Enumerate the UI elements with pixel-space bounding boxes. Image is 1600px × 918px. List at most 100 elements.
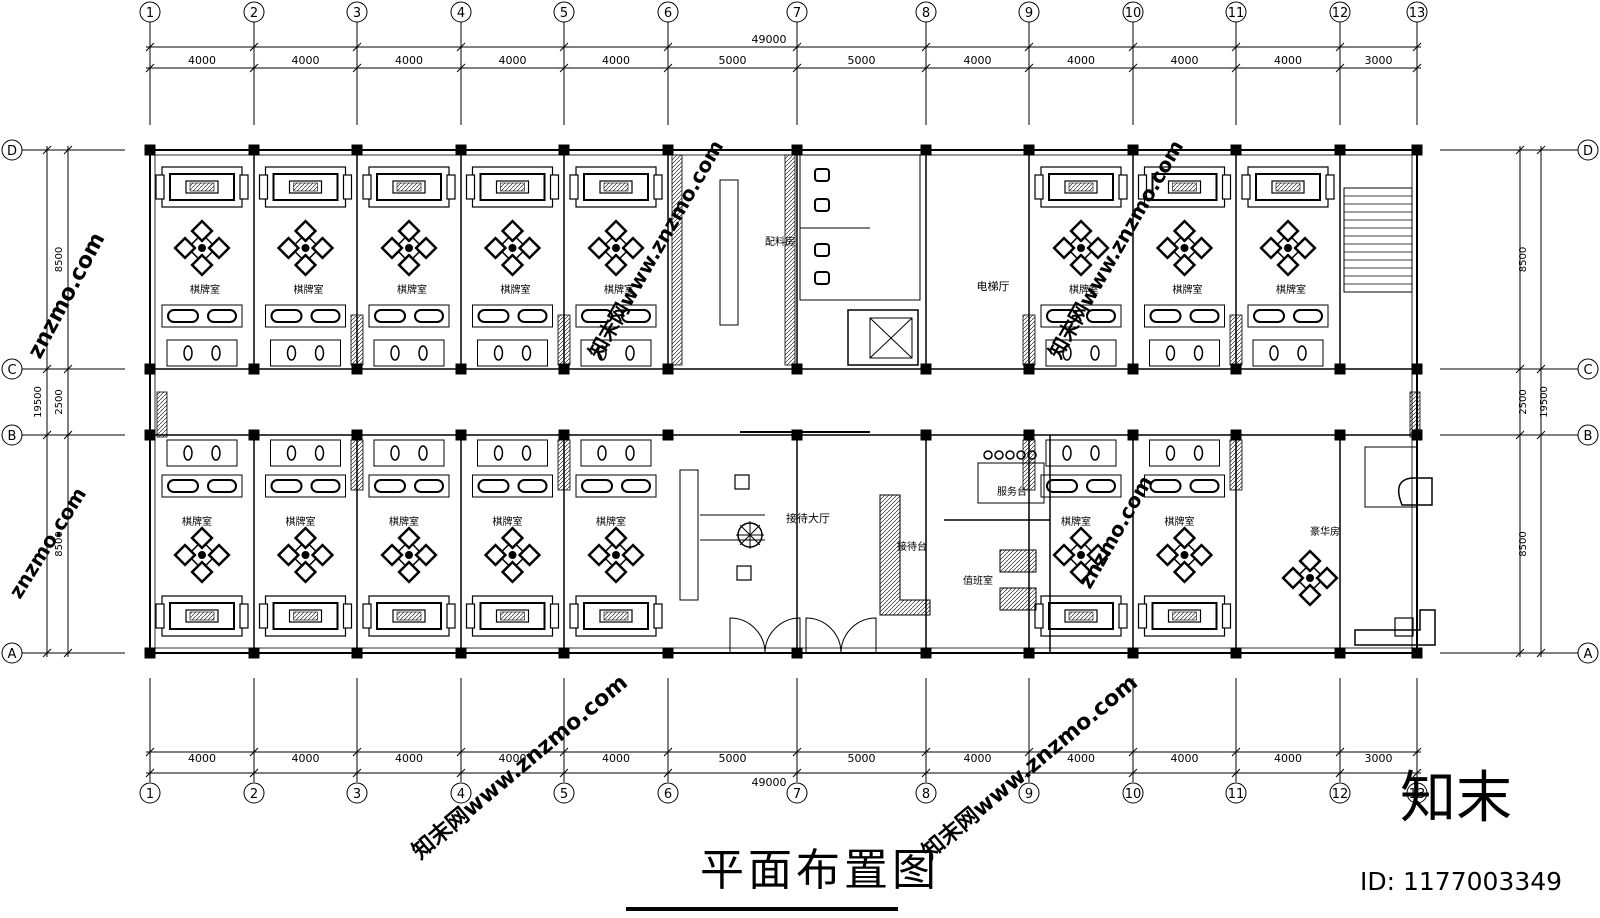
coffee-table bbox=[185, 609, 219, 623]
mahjong-table-icon bbox=[1052, 526, 1110, 584]
dim-tick bbox=[249, 768, 259, 778]
chair bbox=[276, 236, 301, 260]
chair bbox=[173, 236, 197, 260]
chair bbox=[1069, 219, 1093, 243]
room-label-layer: 棋牌室棋牌室棋牌室棋牌室棋牌室棋牌室棋牌室棋牌室棋牌室棋牌室棋牌室棋牌室棋牌室棋… bbox=[182, 235, 1340, 587]
chair bbox=[1086, 543, 1110, 567]
toilet-stall bbox=[1045, 439, 1117, 467]
axis-bubble-8-top: 8 bbox=[915, 1, 937, 23]
overall-dimension: 49000 bbox=[752, 776, 787, 789]
bathtub bbox=[517, 309, 548, 323]
dim-tick bbox=[1231, 63, 1241, 73]
chair bbox=[1172, 526, 1197, 550]
axis-bubble-2-bottom: 2 bbox=[243, 782, 265, 804]
chair bbox=[310, 236, 335, 260]
toilet-icon bbox=[1149, 339, 1220, 367]
sofa-set-icon bbox=[362, 166, 456, 208]
bathtub bbox=[1086, 479, 1116, 493]
sofa-back bbox=[479, 173, 546, 201]
sofa-set-icon bbox=[1137, 166, 1232, 208]
chair bbox=[207, 236, 231, 260]
axis-bubble-9-bottom: 9 bbox=[1018, 782, 1040, 804]
chair bbox=[293, 560, 318, 584]
armchair bbox=[239, 603, 249, 629]
toilet-bowl bbox=[1062, 345, 1072, 361]
coffee-table-inner bbox=[1068, 611, 1094, 621]
bathroom-icon bbox=[265, 474, 346, 498]
chair bbox=[190, 219, 214, 243]
coffee-table bbox=[599, 180, 633, 194]
row-axis-bubble-C-right: C bbox=[1577, 358, 1599, 380]
table-center bbox=[1077, 551, 1085, 559]
bathroom-icon bbox=[472, 304, 553, 328]
armchair bbox=[1034, 174, 1044, 200]
column-spacing-label: 3000 bbox=[1365, 752, 1393, 765]
bathtub bbox=[1253, 309, 1285, 323]
dim-tick bbox=[1128, 63, 1138, 73]
axis-label: 9 bbox=[1025, 6, 1033, 21]
dim-tick bbox=[1024, 42, 1034, 52]
chair bbox=[276, 543, 301, 567]
column-spacing-label: 5000 bbox=[719, 752, 747, 765]
axis-bubble-5-bottom: 5 bbox=[553, 782, 575, 804]
column-spacing-label: 4000 bbox=[188, 54, 216, 67]
table-center bbox=[1077, 244, 1085, 252]
chair bbox=[604, 560, 628, 584]
axis-bubble-7-top: 7 bbox=[786, 1, 808, 23]
column-spacing-label: 4000 bbox=[1274, 752, 1302, 765]
bathtub bbox=[621, 309, 651, 323]
column-spacing-label: 4000 bbox=[1067, 54, 1095, 67]
table-top bbox=[290, 539, 321, 571]
stool-icon bbox=[1005, 450, 1015, 460]
bathtub bbox=[1046, 309, 1078, 323]
column-spacing-label: 4000 bbox=[188, 752, 216, 765]
bathtub bbox=[1149, 309, 1182, 323]
axis-label: 5 bbox=[560, 6, 568, 21]
bath-counter bbox=[1040, 474, 1122, 498]
title-underline bbox=[626, 907, 898, 911]
axis-circle bbox=[553, 782, 575, 804]
dim-tick bbox=[145, 747, 155, 757]
axis-label: D bbox=[1583, 144, 1593, 159]
toilet-bowl bbox=[625, 345, 635, 361]
dim-tick bbox=[456, 63, 466, 73]
chair bbox=[500, 560, 525, 584]
armchair bbox=[549, 603, 560, 629]
toilet-stall bbox=[166, 439, 238, 467]
sofa-set-icon bbox=[1034, 166, 1128, 208]
table-top bbox=[497, 232, 528, 264]
sofa-set-icon bbox=[155, 595, 249, 637]
mahjong-table-icon bbox=[276, 219, 335, 277]
axis-circle bbox=[1329, 782, 1351, 804]
bathtub bbox=[414, 479, 444, 493]
sofa-back bbox=[272, 602, 339, 630]
axis-label: 9 bbox=[1025, 787, 1033, 802]
bathroom-icon bbox=[161, 304, 243, 328]
urinal-icon bbox=[814, 168, 830, 182]
bathtub bbox=[167, 309, 199, 323]
bathtub bbox=[1149, 479, 1182, 493]
dim-tick bbox=[1412, 768, 1422, 778]
axis-label: C bbox=[1583, 363, 1592, 378]
bath-counter bbox=[368, 304, 450, 328]
chair bbox=[1069, 526, 1093, 550]
window-panel bbox=[1022, 439, 1036, 491]
toilet-stall bbox=[1045, 339, 1117, 367]
chair bbox=[414, 543, 438, 567]
dim-tick bbox=[456, 747, 466, 757]
armchair bbox=[465, 603, 476, 629]
reception-desk bbox=[879, 494, 931, 616]
armchair bbox=[653, 174, 663, 200]
sofa-back bbox=[272, 173, 339, 201]
armchair bbox=[1034, 603, 1044, 629]
chair bbox=[1276, 219, 1300, 243]
stool-icon bbox=[1027, 450, 1037, 460]
sofa-set-icon bbox=[258, 595, 353, 637]
sofa-back bbox=[1151, 173, 1218, 201]
mahjong-table-icon bbox=[380, 219, 438, 277]
room-label-mahjong: 棋牌室 bbox=[397, 283, 427, 296]
wall-layer bbox=[144, 144, 1423, 659]
bathtub bbox=[167, 479, 199, 493]
window-panel bbox=[350, 439, 364, 491]
